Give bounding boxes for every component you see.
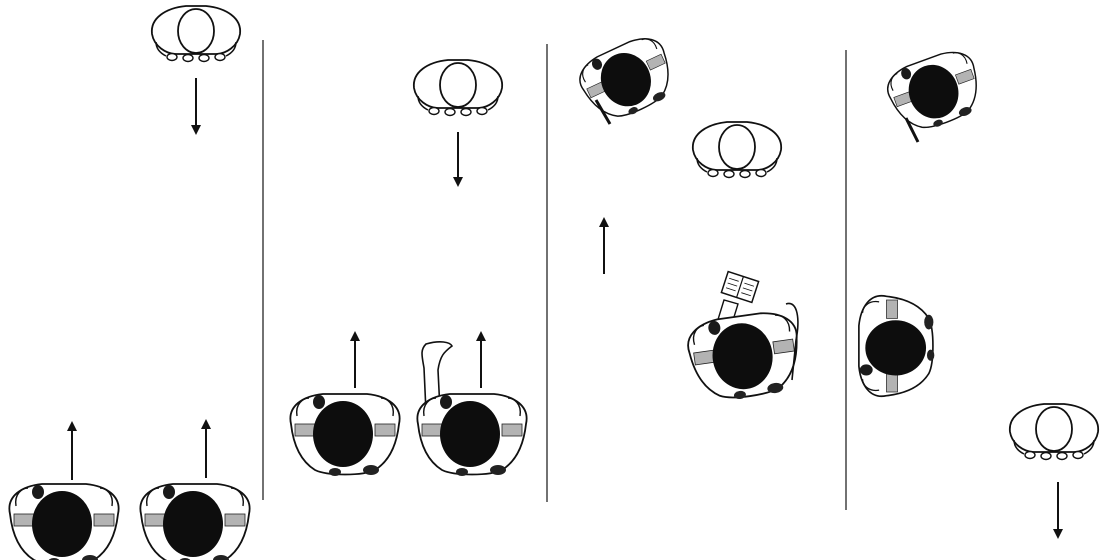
panel-2: [290, 60, 526, 476]
panel-4: [859, 45, 1098, 534]
person-topdown-dark-hair-icon: [859, 296, 934, 396]
person-topdown-dark-hair-icon: [417, 394, 526, 476]
person-topdown-face-icon: [414, 60, 502, 116]
book-icon: [721, 272, 758, 303]
person-topdown-dark-hair-icon: [685, 309, 805, 405]
person-topdown-dark-hair-icon: [9, 484, 118, 560]
person-topdown-dark-hair-icon: [573, 30, 683, 129]
person-topdown-face-icon: [152, 6, 240, 62]
person-topdown-dark-hair-icon: [882, 45, 989, 139]
panel-1: [9, 6, 249, 560]
person-topdown-dark-hair-icon: [140, 484, 249, 560]
person-topdown-dark-hair-icon: [290, 394, 399, 476]
person-topdown-face-icon: [693, 122, 781, 178]
panel-3: [573, 30, 805, 405]
person-topdown-face-icon: [1010, 404, 1098, 460]
